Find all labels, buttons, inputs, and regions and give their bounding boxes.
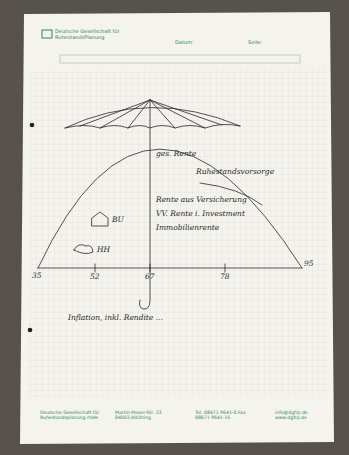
arc-label: Ruhestandsvorsorge: [196, 168, 274, 177]
logo-text: Deutsche Gesellschaft für RuhestandsPlan…: [55, 29, 125, 41]
footer-address: Martin-Moser-Str. 23 84503 Altötting: [115, 410, 177, 421]
risk-label: HH: [97, 246, 110, 255]
pillar-label: Rente aus Versicherung: [156, 196, 247, 205]
footer-phone: Tel. 08671 9641-0 Fax 08671 9641-15: [195, 410, 257, 421]
page-field: Seite:: [248, 40, 262, 46]
footer-company: Deutsche Gesellschaft für Ruhestandsplan…: [40, 410, 100, 421]
age-number: 95: [304, 260, 314, 269]
age-number: 35: [32, 272, 42, 281]
age-number: 52: [90, 273, 100, 282]
note-text: Inflation, inkl. Rendite ...: [68, 314, 163, 323]
footer-web: info@dgfrp.de www.dgfrp.de: [275, 410, 323, 421]
pillar-label: Immobilienrente: [156, 224, 219, 233]
pillar-label: VV. Rente i. Investment: [156, 210, 245, 219]
pillar-label: ges. Rente: [156, 150, 196, 159]
date-field: Datum:: [175, 40, 194, 46]
age-number: 78: [220, 273, 230, 282]
age-number: 67: [145, 273, 155, 282]
risk-label: BU: [112, 216, 124, 225]
